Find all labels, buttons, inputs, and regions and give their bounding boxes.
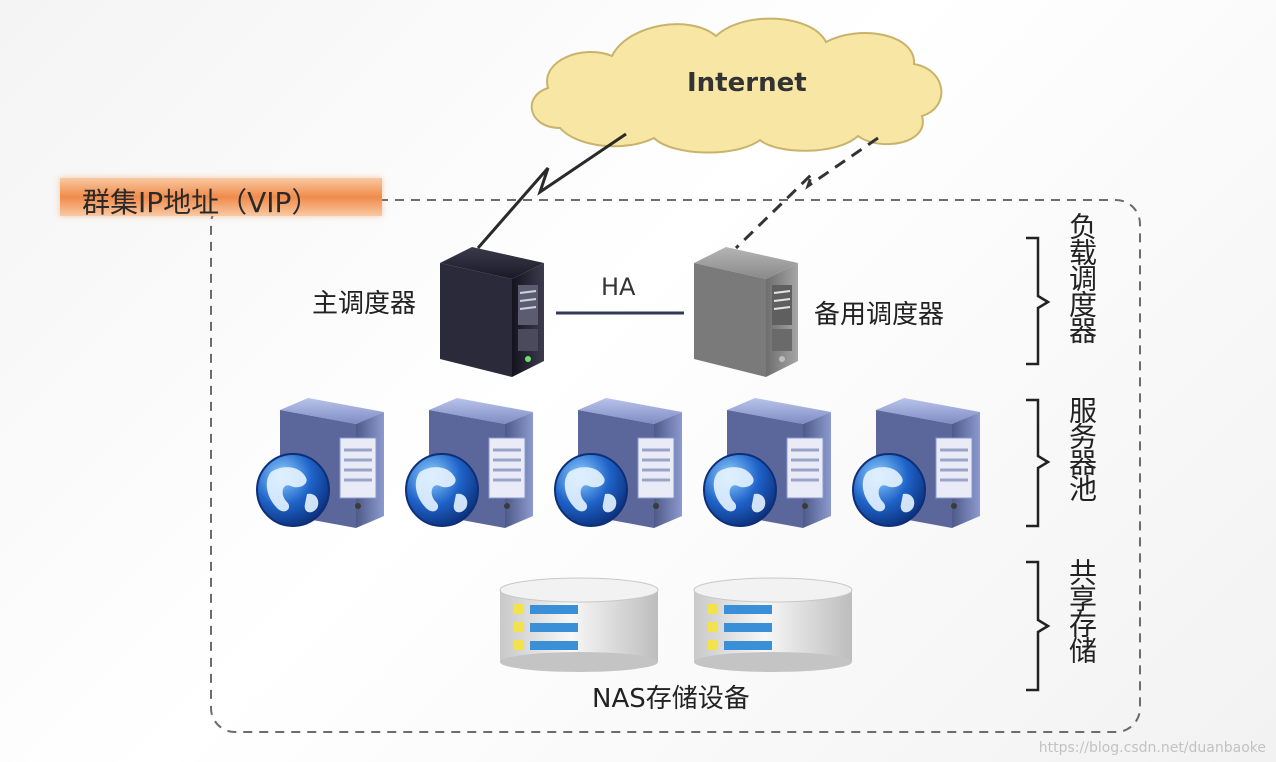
storage-disk-icon xyxy=(499,577,659,672)
internet-cloud xyxy=(530,17,943,154)
tier-label-load-balancer: 负载调度器 xyxy=(1065,212,1098,342)
watermark: https://blog.csdn.net/duanbaoke xyxy=(1038,740,1266,756)
tier-brace-shared-storage xyxy=(1026,560,1051,692)
cluster-boundary xyxy=(210,199,1141,733)
cluster-vip-label: 群集IP地址（VIP） xyxy=(82,186,320,219)
tier-label-server-pool: 服务器池 xyxy=(1065,396,1098,500)
storage-disk-icon xyxy=(693,577,853,672)
tier-label-shared-storage: 共享存储 xyxy=(1065,558,1098,662)
globe-icon xyxy=(405,453,479,527)
primary-scheduler-icon xyxy=(440,247,544,377)
globe-icon xyxy=(703,453,777,527)
cluster-vip-highlight xyxy=(60,178,382,216)
tier-brace-server-pool xyxy=(1026,398,1051,528)
backup-link xyxy=(734,136,879,250)
tier-brace-load-balancer xyxy=(1026,236,1051,366)
globe-icon xyxy=(256,453,330,527)
backup-scheduler-label: 备用调度器 xyxy=(814,300,945,330)
globe-icon xyxy=(554,453,628,527)
nas-storage-label: NAS存储设备 xyxy=(592,684,750,714)
internet-label: Internet xyxy=(687,68,807,98)
globe-icon xyxy=(852,453,926,527)
primary-link xyxy=(476,132,627,249)
ha-label: HA xyxy=(601,273,636,301)
server-pool xyxy=(256,398,980,528)
backup-scheduler-icon xyxy=(694,247,798,377)
primary-scheduler-label: 主调度器 xyxy=(312,289,417,319)
